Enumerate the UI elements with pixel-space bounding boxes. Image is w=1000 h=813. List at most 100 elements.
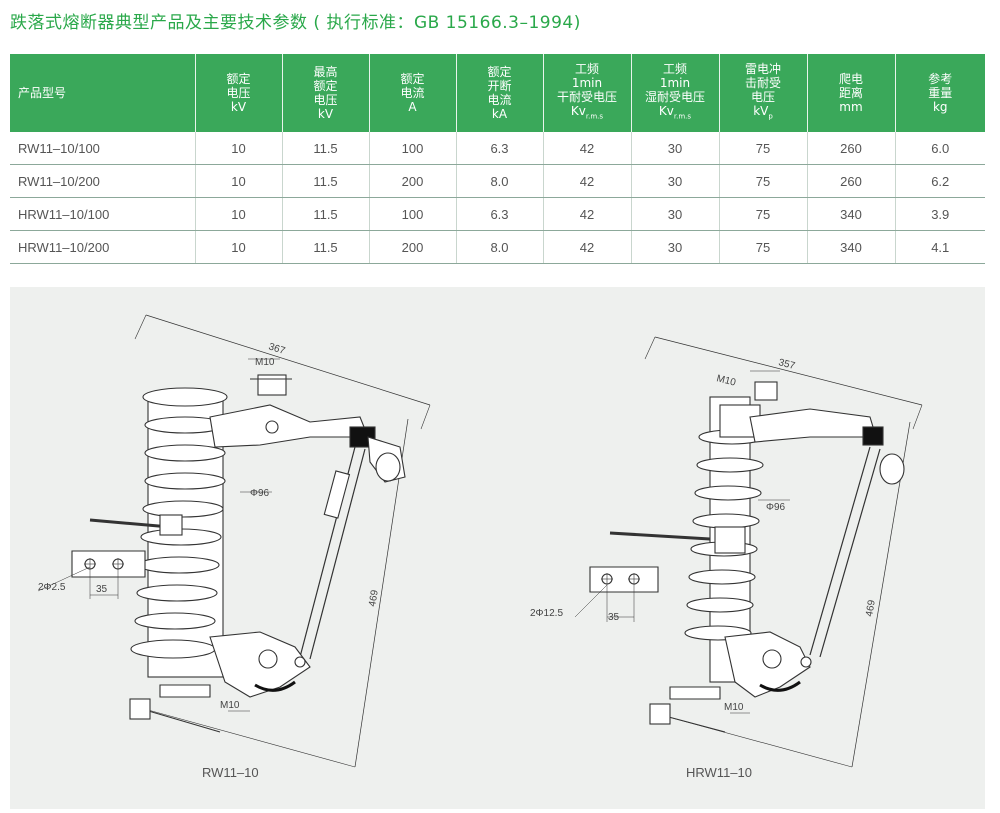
header-line: 雷电冲 <box>744 62 781 77</box>
header-line: A <box>408 100 417 114</box>
header-line: 额定 <box>226 72 251 86</box>
header-line: 额定 <box>313 79 338 93</box>
value-cell: 30 <box>631 164 720 198</box>
header-line: 最高 <box>313 65 338 79</box>
value-cell: 10 <box>195 164 283 198</box>
value-cell: 30 <box>631 230 720 264</box>
unit-subscript: r.m.s <box>673 112 692 121</box>
header-line: 湿耐受电压 <box>644 90 705 105</box>
unit-symbol: Kv <box>570 104 586 119</box>
mounting-plate-detail <box>37 550 146 599</box>
holes-2: 2Φ12.5 <box>530 608 563 619</box>
header-line: 击耐受 <box>744 76 781 91</box>
value-cell: 8.0 <box>456 230 544 264</box>
value-cell: 30 <box>631 132 720 165</box>
unit-symbol: kV <box>753 104 769 119</box>
header-line: 电压 <box>226 86 251 100</box>
model-cell: HRW11–10/100 <box>10 197 196 231</box>
value-cell: 75 <box>719 197 808 231</box>
value-cell: 200 <box>369 230 457 264</box>
value-cell: 75 <box>719 164 808 198</box>
header-line: 爬电 <box>838 72 863 86</box>
header-line: 额定 <box>487 65 512 79</box>
value-cell: 10 <box>195 230 283 264</box>
header-line: 电流 <box>487 93 512 107</box>
bolt-bottom-1: M10 <box>220 700 240 711</box>
value-cell: 100 <box>369 132 457 165</box>
value-cell: 3.9 <box>895 197 985 231</box>
value-cell: 6.2 <box>895 164 985 198</box>
drawing-hrw11 <box>574 336 923 768</box>
model-cell: RW11–10/200 <box>10 164 196 198</box>
header-line: 工频 <box>574 62 599 77</box>
value-cell: 11.5 <box>282 197 370 231</box>
value-cell: 42 <box>543 197 632 231</box>
caption-hrw11: HRW11–10 <box>686 765 752 780</box>
value-cell: 260 <box>807 164 896 198</box>
header-line: 工频 <box>662 62 687 77</box>
height-dim-1: 469 <box>367 589 381 608</box>
header-line: kV <box>230 100 247 114</box>
width-dim-1: 367 <box>267 341 287 357</box>
unit-subscript: p <box>768 112 773 121</box>
header-line: 参考 <box>928 72 953 86</box>
header-unit: kVp <box>722 104 805 123</box>
value-cell: 75 <box>719 230 808 264</box>
value-cell: 10 <box>195 132 283 165</box>
drawing-panel: 367 M10 Φ96 469 2Φ2.5 35 M10 <box>10 287 985 809</box>
mounting-plate-detail-2 <box>574 566 659 622</box>
value-cell: 260 <box>807 132 896 165</box>
diameter-1: Φ96 <box>250 488 270 499</box>
technical-drawings: 367 M10 Φ96 469 2Φ2.5 35 M10 <box>37 314 923 768</box>
header-line: 产品型号 <box>18 86 67 100</box>
header-line: mm <box>839 100 863 114</box>
value-cell: 11.5 <box>282 132 370 165</box>
column-header: 产品型号 <box>10 54 196 132</box>
header-line: 电压 <box>750 90 775 105</box>
value-cell: 340 <box>807 197 896 231</box>
value-cell: 6.0 <box>895 132 985 165</box>
value-cell: 42 <box>543 164 632 198</box>
header-line: kV <box>317 107 334 121</box>
drawing-rw11 <box>37 314 431 768</box>
unit-symbol: Kv <box>658 104 674 119</box>
value-cell: 42 <box>543 132 632 165</box>
header-line: kg <box>932 100 948 114</box>
value-cell: 6.3 <box>456 197 544 231</box>
header-line: 电流 <box>400 86 425 100</box>
header-unit: Kvr.m.s <box>634 104 717 123</box>
value-cell: 30 <box>631 197 720 231</box>
header-line: 1min <box>659 76 691 91</box>
holes-1: 2Φ2.5 <box>38 582 66 593</box>
width-dim-2: 357 <box>777 357 796 372</box>
value-cell: 100 <box>369 197 457 231</box>
header-unit: Kvr.m.s <box>546 104 629 123</box>
header-line: 重量 <box>928 86 953 100</box>
page-title: 跌落式熔断器典型产品及主要技术参数 ( 执行标准：GB 15166.3–1994… <box>10 13 581 33</box>
value-cell: 8.0 <box>456 164 544 198</box>
unit-subscript: r.m.s <box>585 112 604 121</box>
header-line: 距离 <box>838 86 863 100</box>
value-cell: 11.5 <box>282 164 370 198</box>
value-cell: 42 <box>543 230 632 264</box>
value-cell: 11.5 <box>282 230 370 264</box>
spacing-1: 35 <box>96 584 108 595</box>
model-cell: RW11–10/100 <box>10 132 196 165</box>
caption-rw11: RW11–10 <box>202 765 259 780</box>
bolt-top-1: M10 <box>255 357 275 368</box>
header-line: 1min <box>571 76 603 91</box>
